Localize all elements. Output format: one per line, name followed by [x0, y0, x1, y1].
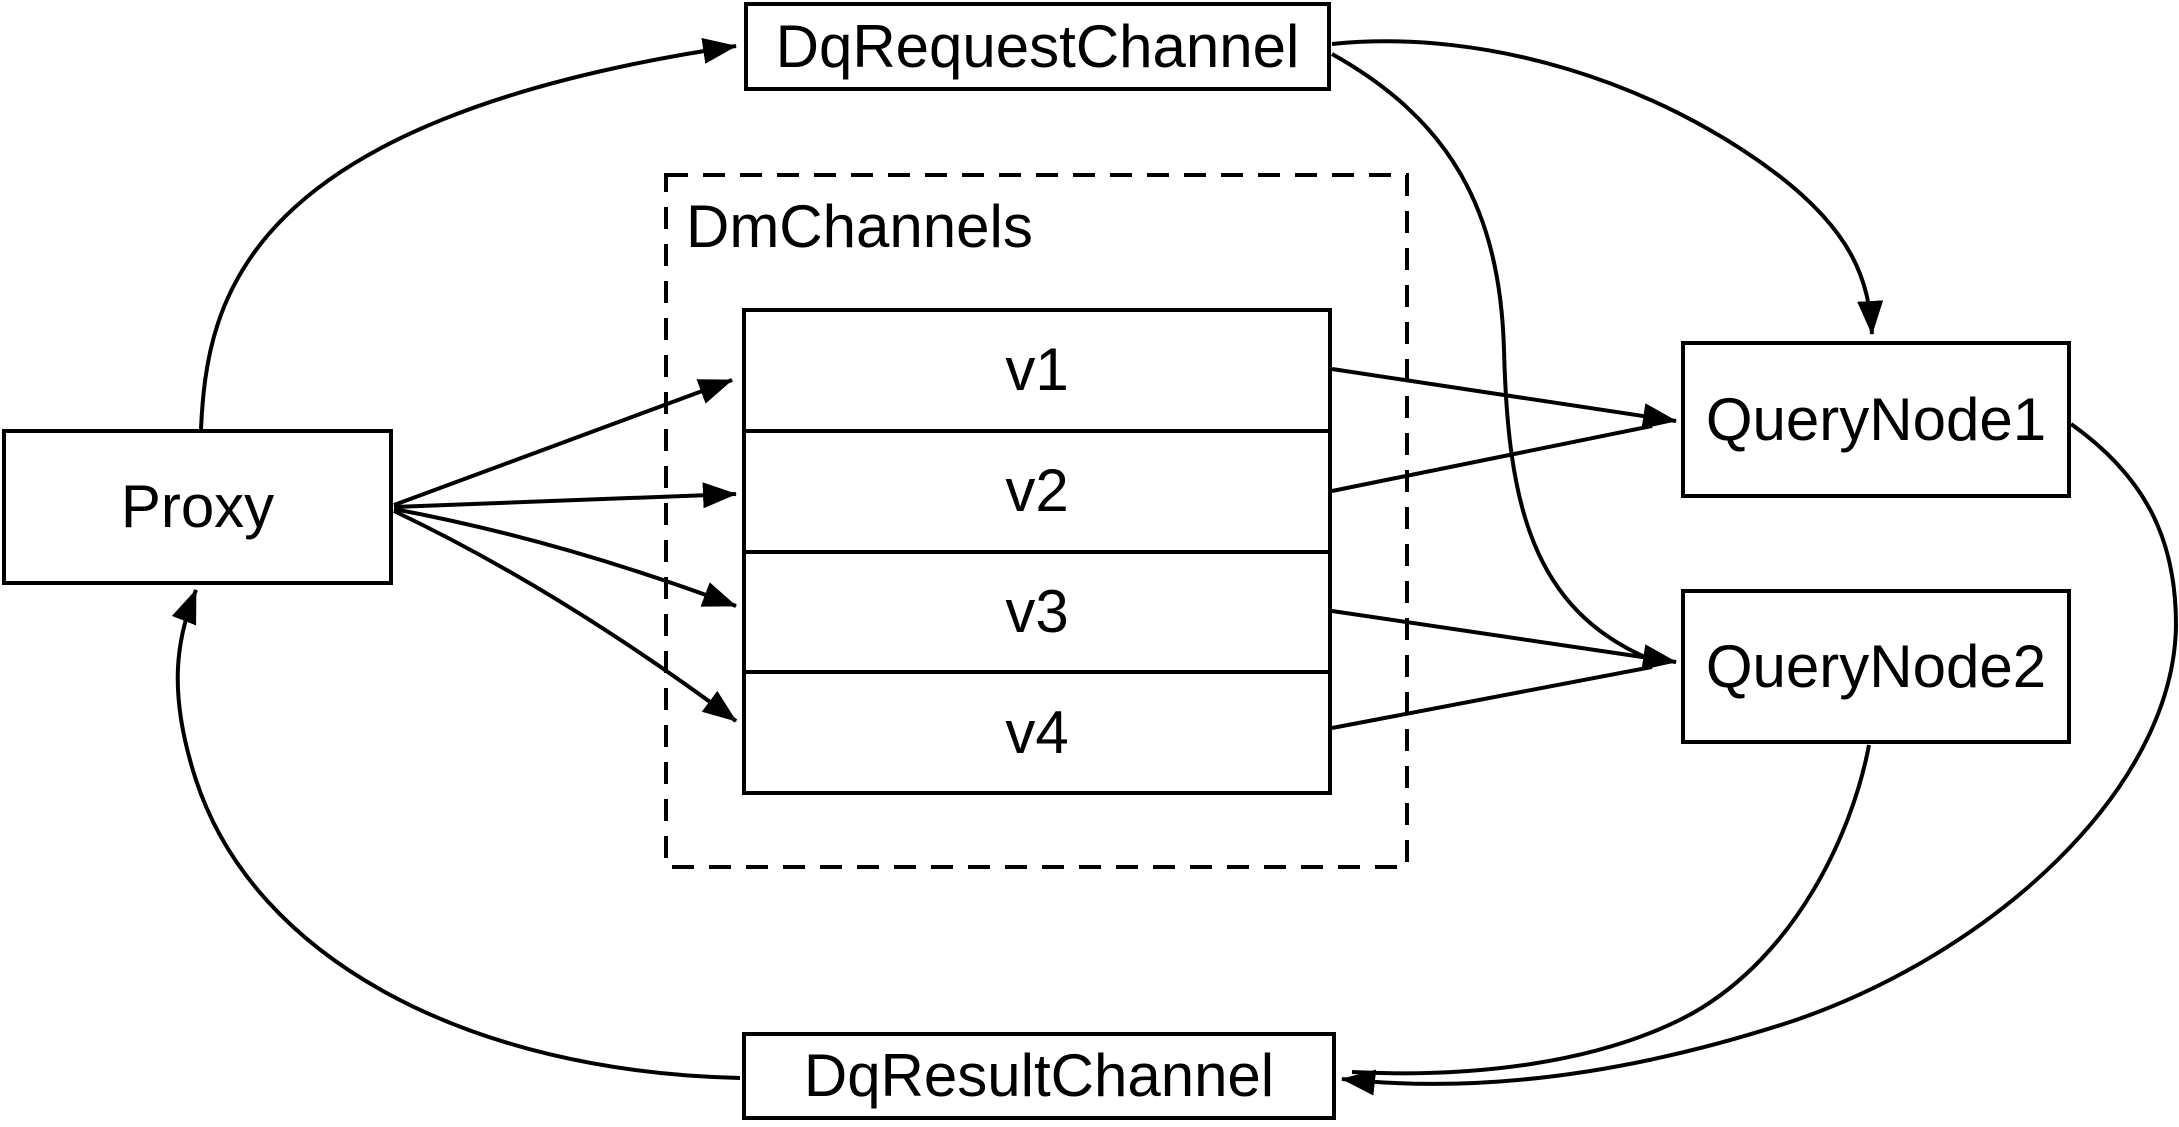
dm-channels-stack: v1 v2 v3 v4 [742, 308, 1332, 795]
node-querynode2: QueryNode2 [1681, 589, 2071, 744]
node-dqrequestchannel: DqRequestChannel [744, 2, 1331, 91]
edge-v4-to-querynode2 [1331, 665, 1653, 730]
node-dqrequestchannel-label: DqRequestChannel [775, 12, 1300, 80]
channel-row-v3-label: v3 [1005, 577, 1069, 645]
edge-proxy-to-v2 [393, 482, 737, 509]
edge-querynode1-to-dqresultchannel [1341, 422, 2179, 1096]
channel-row-v2: v2 [746, 428, 1328, 550]
node-querynode1: QueryNode1 [1681, 341, 2071, 498]
edge-v2-to-querynode1 [1331, 424, 1653, 493]
node-proxy-label: Proxy [120, 473, 275, 540]
edge-proxy-to-dqrequestchannel [199, 38, 737, 430]
dm-channels-dashed-border [664, 173, 1409, 869]
node-querynode2-label: QueryNode2 [1705, 632, 2047, 700]
node-querynode1-label: QueryNode1 [1705, 385, 2047, 453]
dm-channels-group-label: DmChannels [686, 193, 1033, 260]
edge-v3-to-querynode2 [1331, 609, 1677, 671]
channel-row-v2-label: v2 [1005, 457, 1069, 525]
channel-row-v4-label: v4 [1005, 698, 1069, 766]
edge-querynode2-to-dqresultchannel [1351, 744, 1871, 1076]
edge-proxy-to-v1 [393, 378, 733, 507]
channel-row-v4: v4 [746, 670, 1328, 791]
channel-row-v1-label: v1 [1005, 336, 1069, 404]
node-dqresultchannel-label: DqResultChannel [803, 1042, 1275, 1109]
edge-dqresultchannel-to-proxy [171, 589, 741, 1080]
edge-dqrequestchannel-to-querynode2 [1331, 52, 1653, 662]
edge-proxy-to-v4 [393, 509, 738, 723]
edge-dqrequestchannel-to-querynode1 [1331, 39, 1884, 335]
channel-row-v1: v1 [746, 312, 1328, 429]
node-proxy: Proxy [2, 429, 393, 585]
node-dqresultchannel: DqResultChannel [742, 1032, 1336, 1120]
edge-proxy-to-v3 [393, 507, 737, 608]
channel-row-v3: v3 [746, 549, 1328, 671]
